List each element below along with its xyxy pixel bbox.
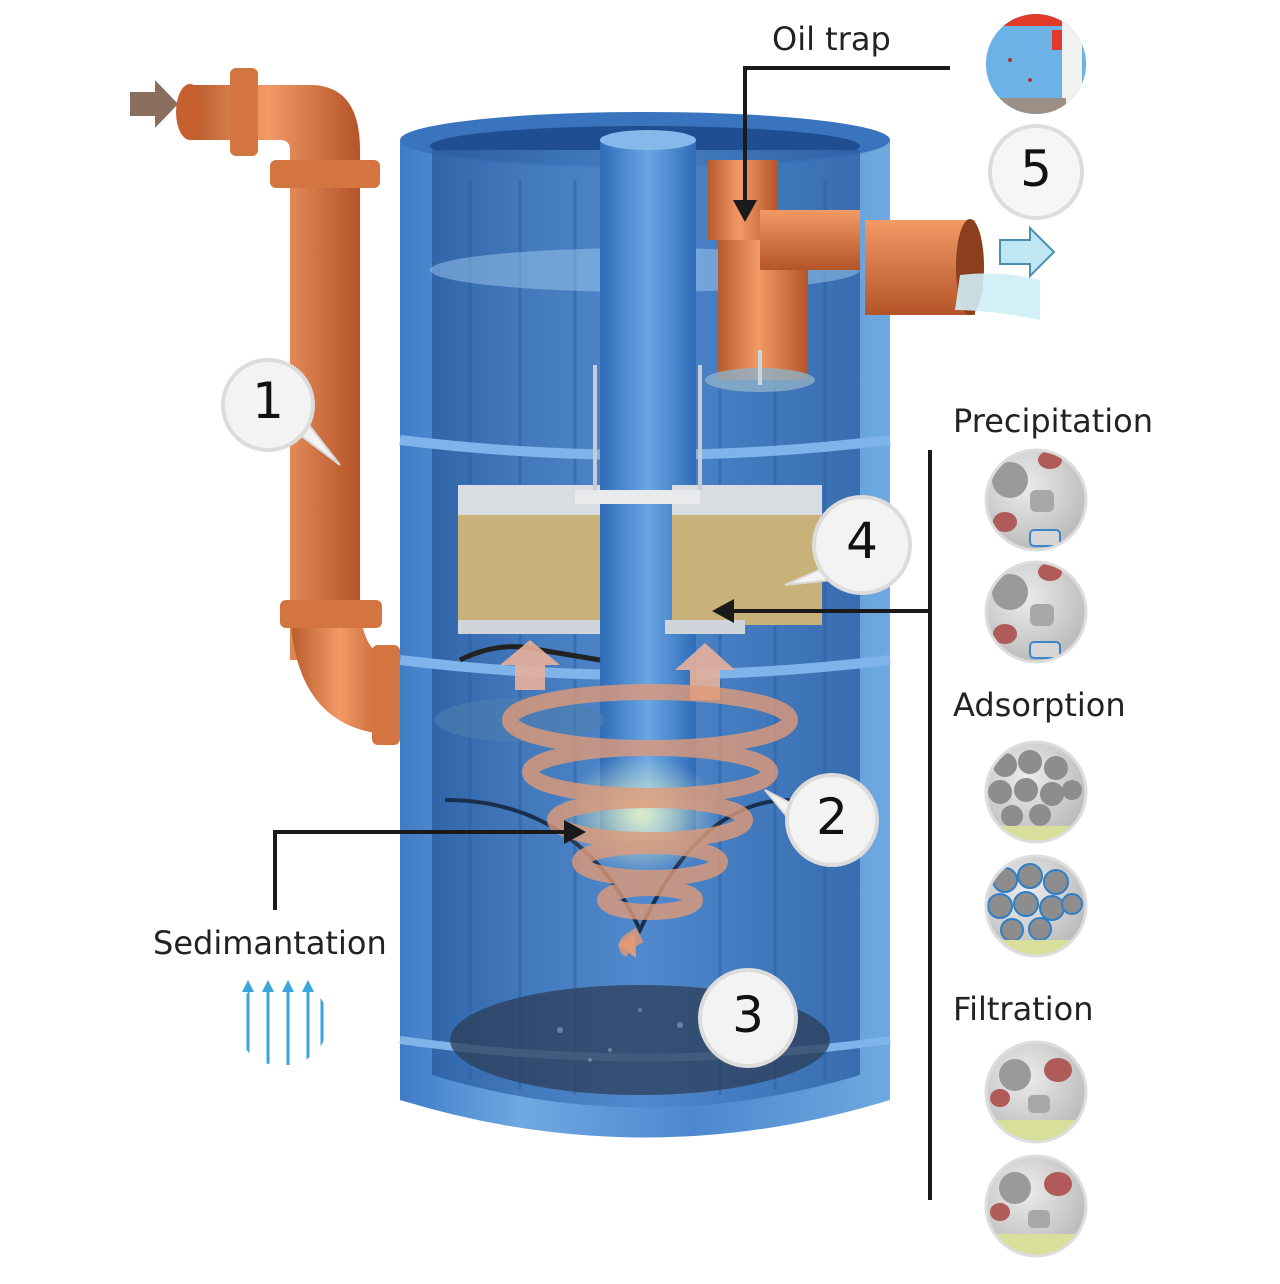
adsorption-circle-2	[984, 854, 1088, 958]
callout-number-2: 2	[816, 788, 848, 846]
sedimentation-label: Sedimantation	[153, 924, 387, 962]
callout-number-4: 4	[846, 512, 878, 570]
swirl-spiral	[502, 684, 798, 958]
oil-trap-arrowhead	[733, 200, 757, 222]
pointer-lines	[273, 66, 950, 1200]
precipitation-circle-2	[984, 560, 1088, 664]
upflow-arrow-left	[500, 640, 560, 690]
callout-bubble-1	[221, 358, 341, 466]
inlet-pipe	[176, 68, 400, 745]
filtration-circle-2	[984, 1154, 1088, 1258]
callout-bubble-5	[988, 124, 1084, 220]
swirl-arrow-head	[618, 932, 636, 958]
outlet-pipe	[865, 219, 1040, 320]
callout-bubble-4	[784, 495, 912, 595]
adsorption-circle-1	[984, 740, 1088, 844]
oil-trap-label: Oil trap	[772, 20, 891, 58]
callout-number-5: 5	[1020, 140, 1052, 198]
callout-number-1: 1	[252, 372, 284, 430]
inflow-arrow	[130, 80, 178, 128]
adsorption-label: Adsorption	[953, 686, 1126, 724]
filtration-circle-1	[984, 1040, 1088, 1144]
sedimentation-icon	[242, 980, 324, 1065]
filter-assembly	[435, 365, 822, 742]
outflow-arrow	[999, 225, 1056, 279]
precipitation-circle-1	[984, 448, 1088, 552]
callout-number-3: 3	[732, 986, 764, 1044]
precipitation-label: Precipitation	[953, 402, 1154, 440]
filtration-label: Filtration	[953, 990, 1094, 1028]
filter-arrowhead	[712, 599, 734, 623]
oil-trap-detail-circle	[986, 14, 1086, 114]
sedimentation-arrowhead	[564, 820, 586, 844]
callout-bubble-3	[698, 968, 798, 1068]
callout-bubble-2	[764, 773, 879, 867]
